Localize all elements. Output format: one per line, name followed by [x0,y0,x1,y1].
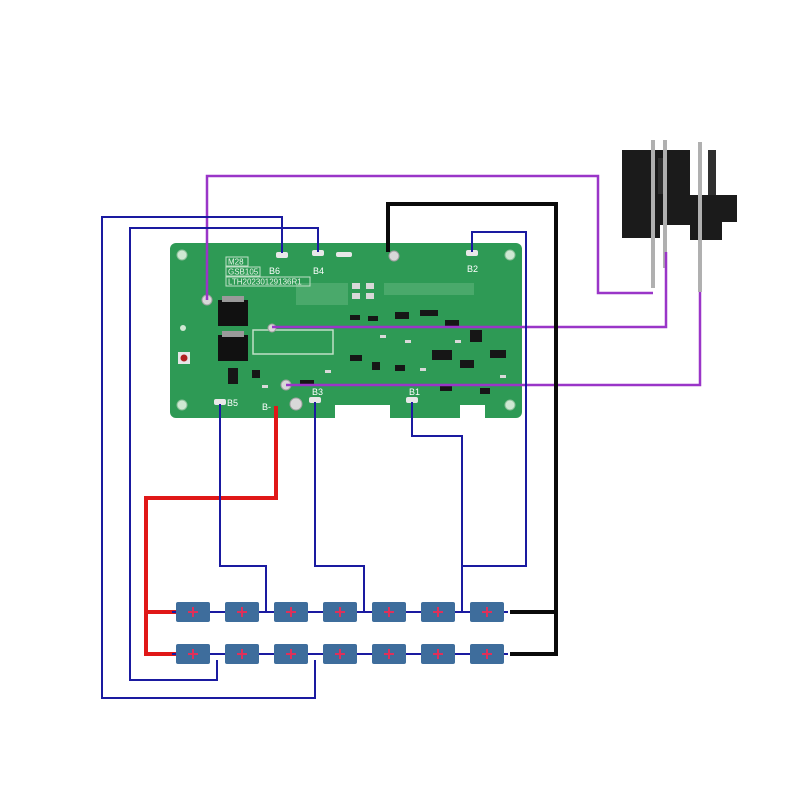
top-pads [276,250,478,262]
pad-label-b-minus: B- [262,402,271,412]
pad-label-b4: B4 [313,266,324,276]
balance-wires [101,216,527,699]
fuse [352,293,360,299]
pad-b2 [466,250,478,256]
mosfet-tab [222,296,244,302]
wiring [101,174,702,699]
pcb-board: M28 GSB105 LTH20230129136R1 B6 B4 B2 B5 … [170,243,522,418]
silkscreen-box [252,329,334,355]
pad-label-b3: B3 [312,387,323,397]
pad-b4 [312,250,324,256]
mount-hole [504,399,516,411]
pcb-notch [335,405,390,418]
pad-label-b6: B6 [269,266,280,276]
mount-hole [180,325,186,331]
balance-wire-b1 [411,402,463,566]
balance-wire-b5 [219,404,267,612]
via-field [296,283,348,305]
balance-wire-b4 [129,227,319,681]
connector-slot [658,158,664,194]
fuse [366,293,374,299]
connector-pin [663,140,667,268]
pad-label-b5: B5 [227,398,238,408]
negative-wire [386,202,558,656]
pad-b5 [214,399,226,405]
via-field [384,283,474,295]
connector-pin [698,142,702,292]
pad-label-b2: B2 [467,264,478,274]
b-minus-wire [144,406,278,656]
connector-housing [622,150,737,240]
mount-hole [176,399,188,411]
reset-button-cap [180,354,188,362]
fuse [352,283,360,289]
pad-b-minus [289,397,303,411]
fuse [366,283,374,289]
mosfet-tab [222,331,244,337]
pad [336,252,352,257]
pcb-notch [460,405,485,418]
smd-components [228,310,506,394]
model-label-box [225,256,249,267]
p-minus-wire [386,202,558,656]
positive-wire [144,406,278,656]
mount-hole [504,249,516,261]
pad-b1 [406,397,418,403]
signal-wire [286,292,702,387]
board-model: M28 [228,258,244,267]
pad-b3 [309,397,321,403]
connector-slot [708,150,716,195]
part-label-box [225,266,261,277]
mount-hole [176,249,188,261]
mosfet [218,335,248,361]
serial-label-box [225,276,311,287]
passive-components [262,335,506,388]
board-serial: LTH20230129136R1 [228,278,302,287]
signal-wire [272,252,668,329]
pad-label-b1: B1 [409,387,420,397]
battery-cells [172,602,508,664]
balance-wire-b2 [461,231,527,612]
balance-wire-b3 [314,402,365,612]
pad-b6 [276,252,288,258]
board-part-number: GSB105 [228,268,259,277]
output-connector [622,140,737,292]
connector-pin [651,140,655,288]
balance-wire-b6 [101,216,316,699]
pad-p-minus [388,250,400,262]
mosfet [218,300,248,326]
